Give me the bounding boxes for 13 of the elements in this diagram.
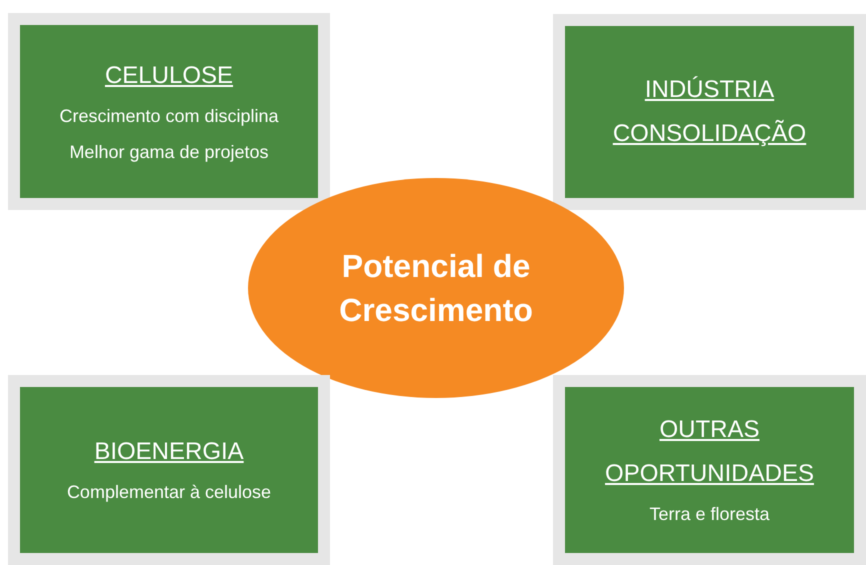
topic-card xyxy=(8,13,330,210)
card-heading: BIOENERGIA xyxy=(93,437,245,467)
card-heading: INDÚSTRIA CONSOLIDAÇÃO xyxy=(612,75,808,149)
topic-card xyxy=(553,14,866,210)
center-title: Potencial de Crescimento xyxy=(338,247,534,330)
card-text: Melhor gama de projetos xyxy=(69,140,269,164)
card-heading: OUTRAS OPORTUNIDADES xyxy=(604,415,815,489)
topic-card xyxy=(553,375,866,565)
card-text: Complementar à celulose xyxy=(66,481,272,504)
topic-card xyxy=(8,375,330,565)
card-heading: CELULOSE xyxy=(104,60,234,90)
card-text: Crescimento com disciplina xyxy=(59,104,279,128)
card-text: Terra e floresta xyxy=(649,503,770,526)
